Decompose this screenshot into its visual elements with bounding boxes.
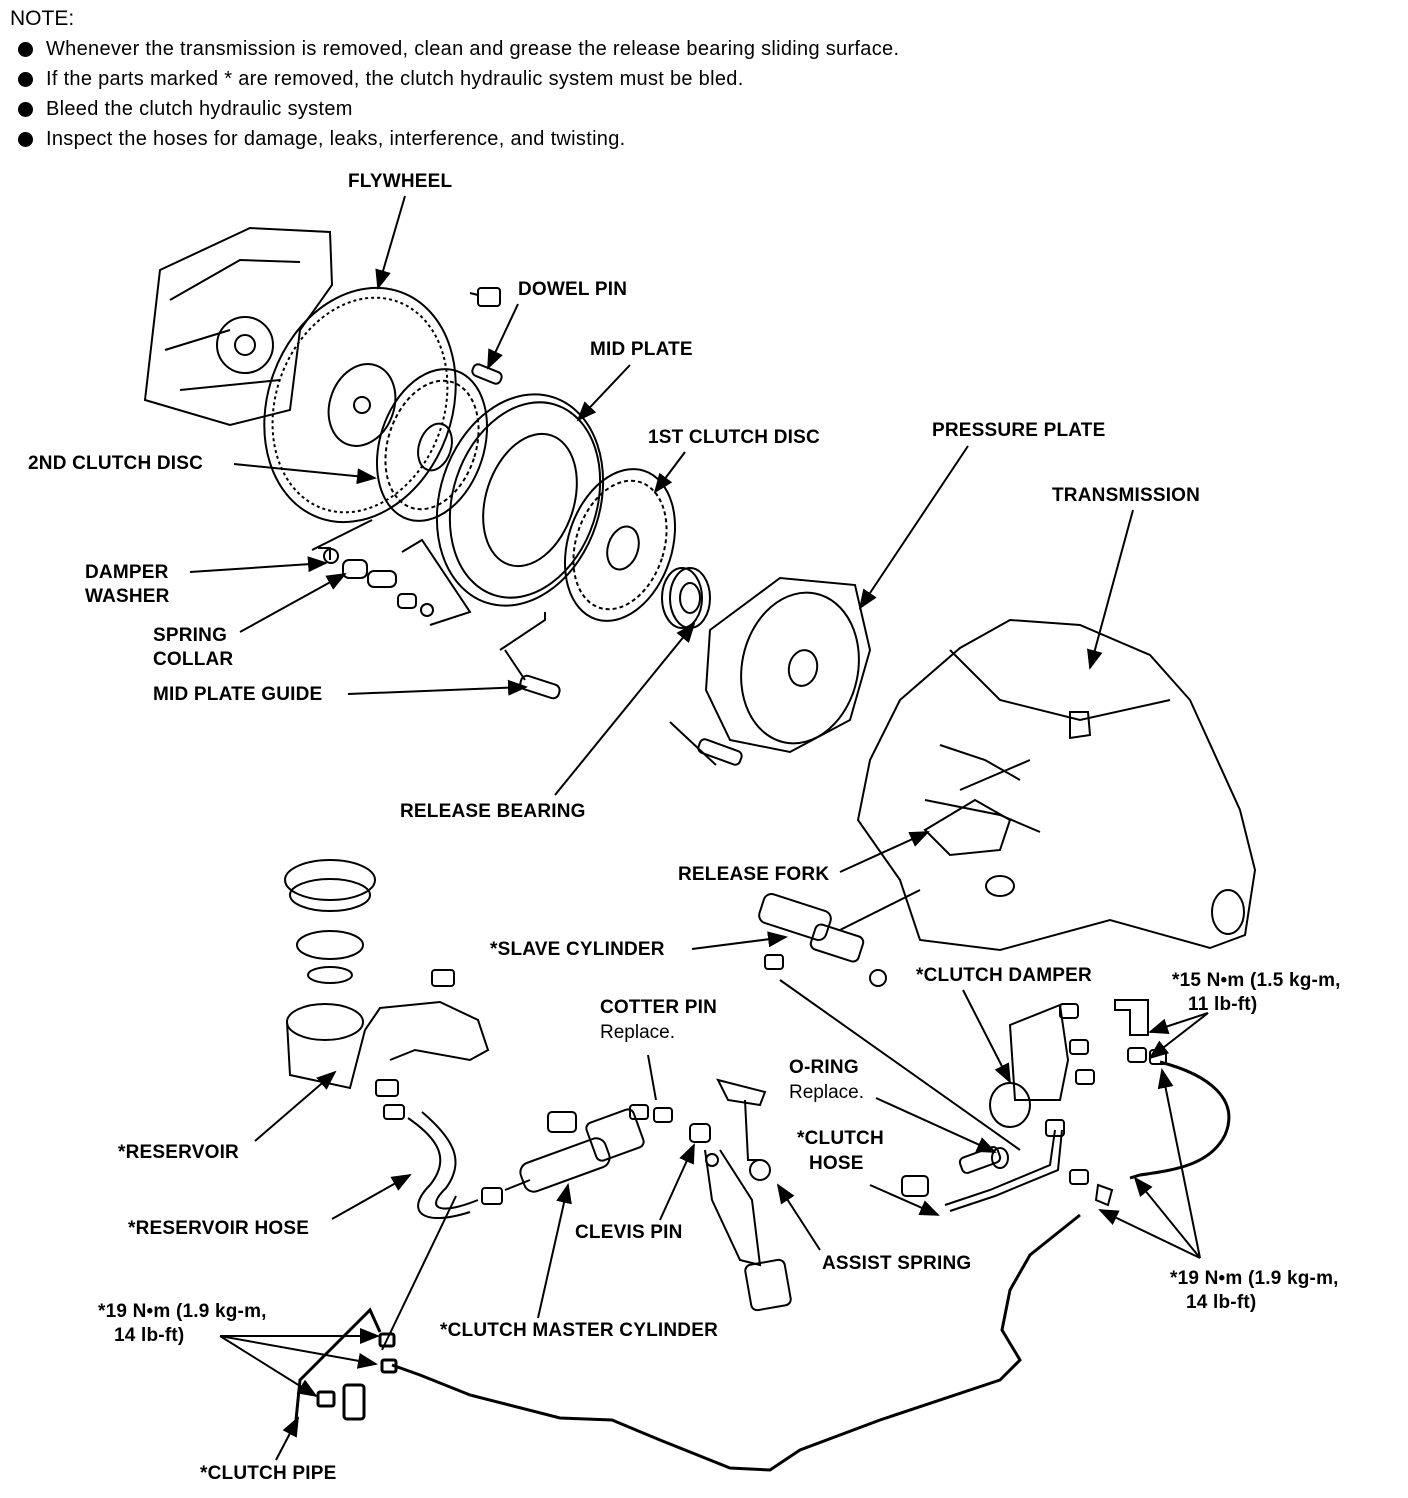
label-clutch-hose-line2: HOSE [809,1153,864,1174]
reservoir-part [284,859,490,1120]
clutch-master-cylinder-part [504,1054,711,1193]
label-flywheel: FLYWHEEL [348,171,453,192]
clutch-hose-part [901,1129,1114,1212]
label-torque-19-right-line2: 14 lb-ft) [1186,1292,1257,1313]
clutch-pedal-part [704,1078,792,1312]
bullet-icon [18,72,33,87]
label-transmission: TRANSMISSION [1052,485,1201,506]
label-clutch-hose-line1: *CLUTCH [797,1128,884,1149]
slave-cylinder-part [758,889,1021,1151]
label-first-clutch-disc: 1ST CLUTCH DISC [648,427,820,448]
note-title: NOTE: [10,7,75,30]
note-item: Inspect the hoses for damage, leaks, int… [10,124,1160,154]
note-item-text: Inspect the hoses for damage, leaks, int… [46,128,626,150]
clutch-damper-part [989,999,1167,1137]
note-item: Bleed the clutch hydraulic system [10,94,1160,124]
transmission-part [856,618,1257,952]
label-spring-collar-line1: SPRING [153,625,228,646]
clutch-pipe-part [294,1060,1231,1472]
label-damper-washer-line2: WASHER [85,586,170,607]
leader-lines [189,195,1209,1461]
bullet-icon [18,102,33,117]
release-fork-part [923,759,1031,857]
label-dowel-pin: DOWEL PIN [518,279,628,300]
label-pressure-plate: PRESSURE PLATE [932,420,1106,441]
bullet-icon [18,42,33,57]
note-item: If the parts marked * are removed, the c… [10,64,1160,94]
label-torque-19-right-line1: *19 N•m (1.9 kg-m, [1170,1268,1339,1289]
label-damper-washer-line1: DAMPER [85,562,169,583]
label-release-bearing: RELEASE BEARING [400,801,586,822]
label-torque-19-left-line1: *19 N•m (1.9 kg-m, [98,1301,267,1322]
engine-housing [143,226,334,427]
label-o-ring-note: Replace. [789,1082,864,1103]
label-clutch-pipe: *CLUTCH PIPE [200,1463,337,1484]
label-torque-15-line2: 11 lb-ft) [1188,994,1258,1015]
reservoir-hose-part [407,1111,503,1220]
small-hardware [311,287,743,766]
mid-plate-part [435,393,605,607]
note-list: Whenever the transmission is removed, cl… [10,34,1160,154]
bullet-icon [18,132,33,147]
note-item: Whenever the transmission is removed, cl… [10,34,1160,64]
label-spring-collar-line2: COLLAR [153,649,234,670]
label-second-clutch-disc: 2ND CLUTCH DISC [28,453,204,474]
label-torque-19-left-line2: 14 lb-ft) [114,1325,185,1346]
note-item-text: Bleed the clutch hydraulic system [46,98,353,120]
label-mid-plate: MID PLATE [590,339,693,360]
note-block: NOTE: Whenever the transmission is remov… [10,4,1160,154]
first-clutch-disc-part [563,468,677,622]
label-clutch-master-cylinder: *CLUTCH MASTER CYLINDER [440,1320,718,1341]
release-bearing-part [661,567,711,629]
second-clutch-disc-part [375,368,489,522]
flywheel-part [263,286,457,524]
note-item-text: Whenever the transmission is removed, cl… [46,38,900,60]
label-torque-15-line1: *15 N•m (1.5 kg-m, [1172,970,1341,991]
label-clutch-damper: *CLUTCH DAMPER [916,965,1092,986]
label-o-ring: O-RING [789,1057,859,1078]
label-reservoir: *RESERVOIR [118,1142,239,1163]
label-reservoir-hose: *RESERVOIR HOSE [128,1218,310,1239]
label-cotter-pin: COTTER PIN [600,997,718,1018]
pressure-plate-part [704,576,872,754]
label-cotter-pin-note: Replace. [600,1022,675,1043]
label-mid-plate-guide: MID PLATE GUIDE [153,684,323,705]
label-clevis-pin: CLEVIS PIN [575,1222,683,1243]
label-release-fork: RELEASE FORK [678,864,830,885]
label-slave-cylinder: *SLAVE CYLINDER [490,939,665,960]
note-item-text: If the parts marked * are removed, the c… [46,68,744,90]
label-assist-spring: ASSIST SPRING [822,1253,972,1274]
